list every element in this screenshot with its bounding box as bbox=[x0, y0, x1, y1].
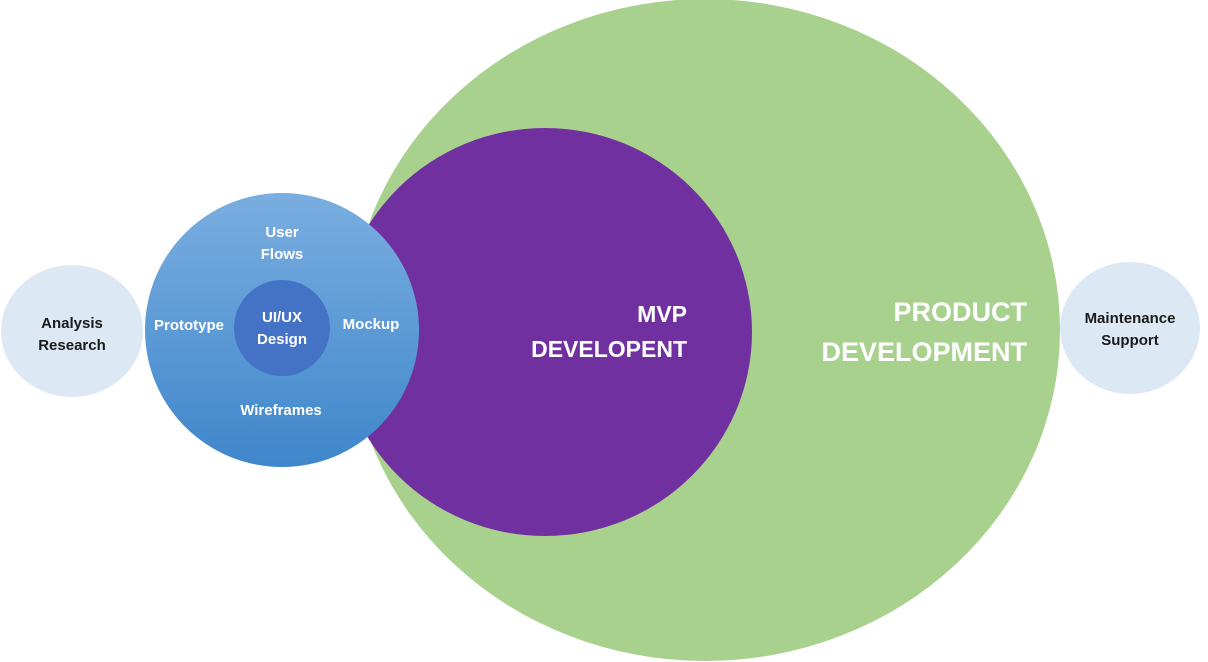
uiux-label-line1: UI/UX bbox=[262, 309, 302, 326]
user-flows-label-line1: User bbox=[265, 224, 299, 241]
support-label-line2: Support bbox=[1101, 332, 1159, 349]
mockup-label: Mockup bbox=[343, 316, 400, 333]
mvp-label-line1: MVP bbox=[637, 301, 687, 327]
wireframes-label: Wireframes bbox=[240, 402, 322, 419]
product-label-line2: DEVELOPMENT bbox=[821, 337, 1027, 367]
mvp-label-line2: DEVELOPENT bbox=[531, 336, 687, 362]
analysis-research-circle bbox=[1, 265, 143, 397]
design-label-line2: Design bbox=[257, 331, 307, 348]
prototype-label: Prototype bbox=[154, 317, 224, 334]
mvp-development-circle bbox=[338, 128, 752, 536]
user-flows-label-line2: Flows bbox=[261, 246, 304, 263]
design-inner-circle bbox=[234, 280, 330, 376]
maintenance-label-line1: Maintenance bbox=[1085, 310, 1176, 327]
analysis-label-line1: Analysis bbox=[41, 315, 103, 332]
research-label-line2: Research bbox=[38, 337, 106, 354]
product-label-line1: PRODUCT bbox=[894, 297, 1028, 327]
maintenance-support-circle bbox=[1060, 262, 1200, 394]
